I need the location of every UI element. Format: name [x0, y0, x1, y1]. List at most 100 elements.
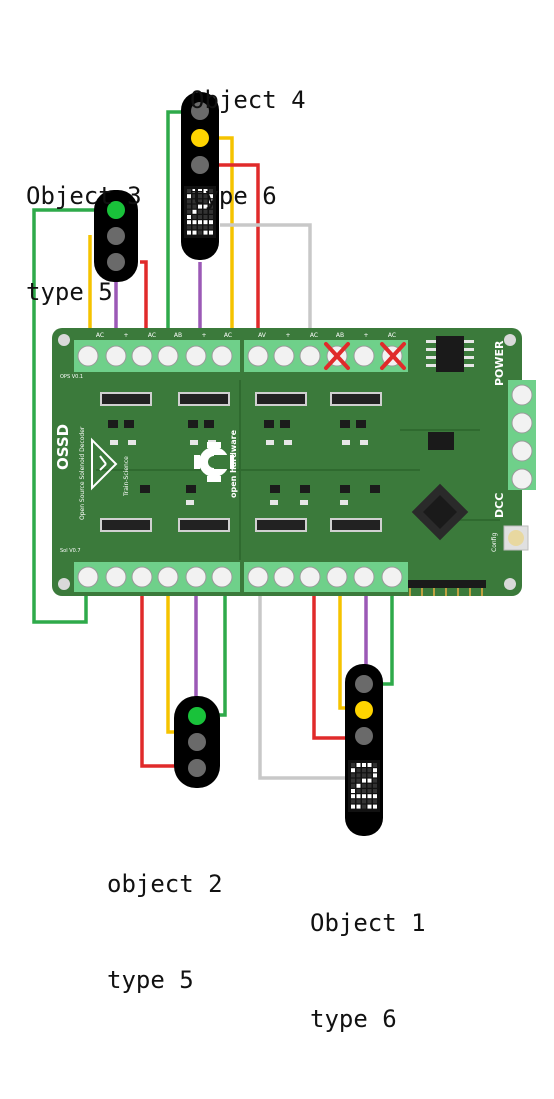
matrix-dot [203, 194, 208, 199]
wire-obj4-gray [220, 223, 312, 355]
pin-label: + [363, 332, 368, 339]
matrix-dot [203, 199, 208, 204]
matrix-dot [362, 783, 366, 788]
wires [32, 110, 394, 780]
matrix-dot [187, 189, 191, 193]
object-2-label: object 2 type 5 [107, 804, 223, 1060]
lamp-green [107, 201, 125, 219]
matrix-dot [192, 225, 197, 230]
matrix-dot [356, 789, 361, 793]
lamp-off [107, 227, 125, 245]
matrix-dot [351, 799, 355, 804]
matrix-dot [362, 794, 366, 799]
matrix-dot [356, 783, 361, 788]
terminal-screw [185, 566, 207, 588]
mounting-hole [58, 334, 70, 346]
terminal-screw [511, 468, 533, 490]
matrix-dot [192, 199, 197, 204]
matrix-dot [362, 804, 366, 809]
matrix-dot [203, 215, 208, 219]
matrix-dot [198, 204, 202, 209]
unused-terminal-marks [324, 342, 406, 370]
matrix-dot [192, 230, 197, 235]
pin-label: + [285, 332, 290, 339]
bridge-rectifier [428, 432, 454, 450]
board-config-label: Config [491, 533, 498, 552]
terminal-screw [299, 345, 321, 367]
component-area [100, 392, 382, 532]
open-hardware-icon [194, 442, 234, 482]
matrix-dot [209, 194, 213, 199]
matrix-dot [198, 189, 202, 193]
wire-obj1-gray [258, 578, 345, 780]
wire-obj4-red [208, 163, 260, 355]
matrix-dot [209, 199, 213, 204]
matrix-dot [209, 204, 213, 209]
matrix-dot [367, 763, 372, 767]
matrix-dot [198, 199, 202, 204]
signal-object-1 [345, 664, 383, 836]
matrix-dot [203, 204, 208, 209]
terminal-screw [511, 412, 533, 434]
matrix-dot [203, 225, 208, 230]
matrix-dot [187, 199, 191, 204]
pin-label: AB [336, 332, 344, 339]
matrix-dot [367, 778, 372, 783]
matrix-dot [187, 225, 191, 230]
wiring-diagram: OSSD Open Source Solenoid Decoder Train-… [26, 20, 536, 1033]
terminal-screw [326, 566, 348, 588]
matrix-dot [187, 220, 191, 225]
object-1-label: Object 1 type 6 [310, 843, 426, 1099]
matrix-dot [373, 773, 377, 778]
unused-x-icon [380, 342, 406, 370]
pin-label: AC [310, 332, 318, 339]
terminal-screw [511, 384, 533, 406]
terminal-screw [131, 345, 153, 367]
object-1-type: type 6 [310, 1005, 397, 1033]
object-3-name: Object 3 [26, 182, 142, 210]
matrix-dot [209, 220, 213, 225]
lamp-off [355, 727, 373, 745]
wire-obj3-green [32, 208, 96, 624]
config-button[interactable] [503, 525, 529, 551]
matrix-dot [198, 225, 202, 230]
matrix-dot [187, 230, 191, 235]
pin-label: AC [224, 332, 232, 339]
dot-matrix-dots [351, 763, 377, 809]
board-title: OSSD [54, 424, 72, 470]
lamp-yellow [191, 129, 209, 147]
matrix-dot [373, 794, 377, 799]
terminal-screw [511, 440, 533, 462]
object-2-name: object 2 [107, 870, 223, 898]
terminal-screw [211, 566, 233, 588]
ossd-board: OSSD Open Source Solenoid Decoder Train-… [52, 328, 529, 596]
matrix-dot [192, 220, 197, 225]
matrix-dot [362, 778, 366, 783]
pin-label: AC [388, 332, 396, 339]
matrix-dot [362, 763, 366, 767]
lamp-off [188, 733, 206, 751]
matrix-dot [187, 204, 191, 209]
terminal-screws [77, 345, 533, 588]
pin-label: AV [258, 332, 267, 339]
optocoupler-chip [426, 336, 474, 372]
terminal-screw [185, 345, 207, 367]
matrix-dot [198, 230, 202, 235]
train-science-logo-icon [91, 437, 118, 491]
object-4-label: Object 4 type 6 [190, 20, 306, 276]
terminal-screw [353, 345, 375, 367]
matrix-dot [356, 778, 361, 783]
matrix-dot [367, 794, 372, 799]
matrix-dot [203, 189, 208, 193]
matrix-dot [356, 804, 361, 809]
diagram-canvas: OSSD Open Source Solenoid Decoder Train-… [32, 92, 536, 836]
object-3-label: Object 3 type 5 [26, 116, 142, 372]
lamp-off [191, 156, 209, 174]
lamp-off [355, 675, 373, 693]
matrix-dot [356, 799, 361, 804]
board-pcb [52, 328, 522, 596]
matrix-dot [351, 783, 355, 788]
pin-label: + [201, 332, 206, 339]
matrix-dot [351, 794, 355, 799]
matrix-dot [209, 230, 213, 235]
